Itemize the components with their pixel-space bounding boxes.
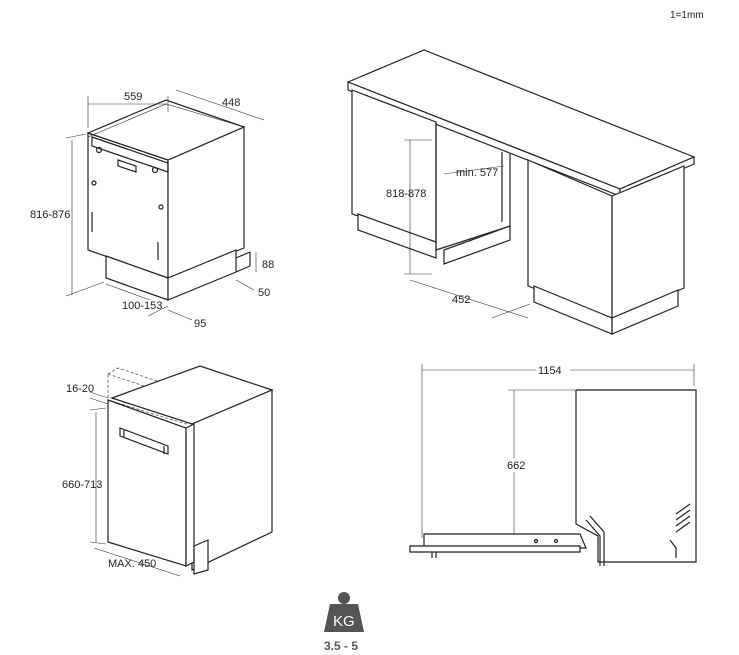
scale-note: 1=1mm <box>670 10 704 21</box>
niche-width-label: min. 577 <box>456 167 498 179</box>
cabinet-installation-view: 818-878 min. 577 452 <box>346 49 696 335</box>
panel-height-label: 660-713 <box>62 479 102 491</box>
depth-label: 448 <box>222 97 240 109</box>
height-label: 816-876 <box>30 209 70 221</box>
cabinet-height-label: 818-878 <box>386 188 426 200</box>
base-offset-label: 95 <box>194 318 206 330</box>
panel-gap-label: 16-20 <box>66 383 94 395</box>
door-height-label: 662 <box>507 460 525 472</box>
weight-badge: KG 3.5 - 5 <box>324 592 364 653</box>
weight-icon <box>338 592 350 604</box>
door-panel-view: 16-20 660-713 MAX. 450 <box>62 365 274 577</box>
plinth-depth-label: 50 <box>258 287 270 299</box>
weight-unit: KG <box>333 613 355 630</box>
dishwasher-dimension-view: 559 448 816-876 88 50 100-153 95 <box>30 89 274 330</box>
door-opening-view: 1154 662 <box>409 363 697 566</box>
plinth-recess-label: 100-153 <box>122 300 162 312</box>
open-length-label: 1154 <box>538 365 562 377</box>
plinth-height-label: 88 <box>262 259 274 271</box>
panel-width-label: MAX. 450 <box>108 558 156 570</box>
width-label: 559 <box>124 91 142 103</box>
weight-range: 3.5 - 5 <box>324 639 358 653</box>
cabinet-depth-label: 452 <box>452 294 470 306</box>
